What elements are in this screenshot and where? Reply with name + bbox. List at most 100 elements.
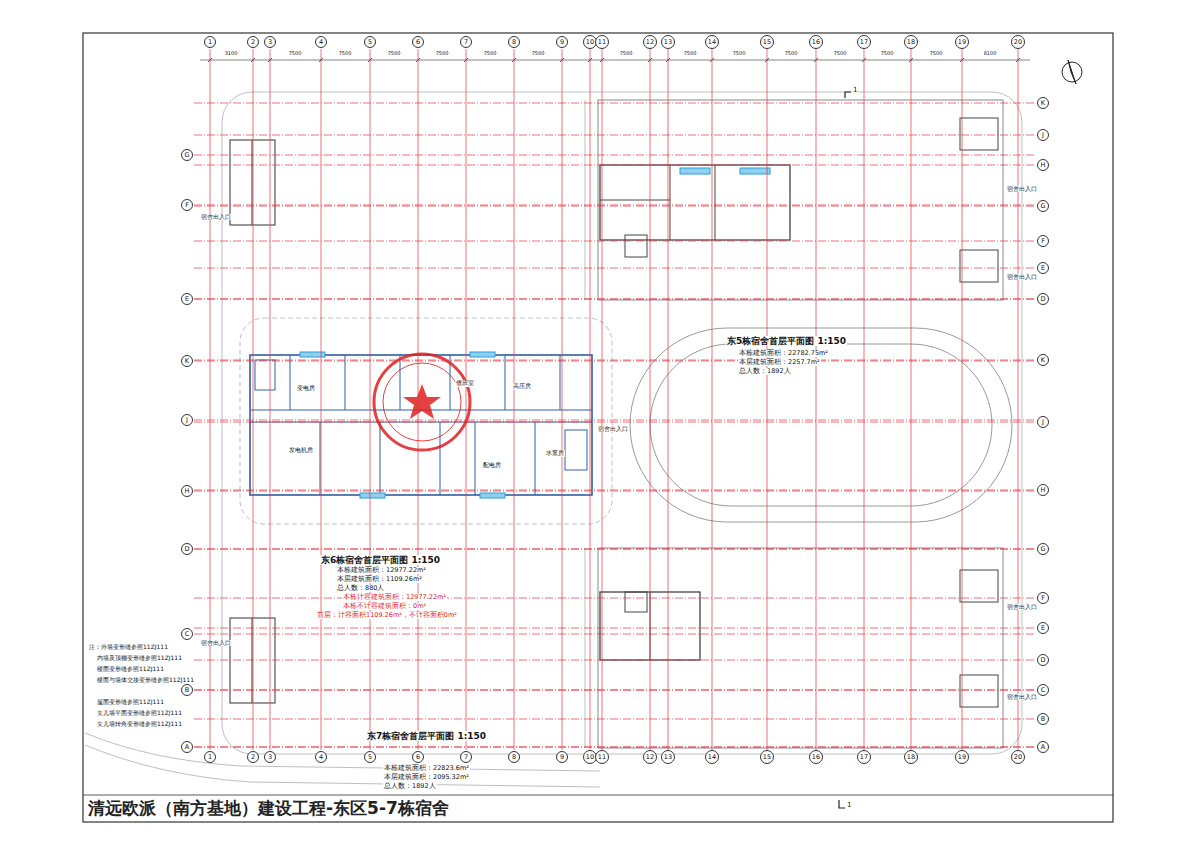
axis-number: 3 (268, 39, 272, 46)
axis-line (194, 628, 1036, 629)
room-name: 变电房 (296, 385, 316, 392)
axis-number: C (185, 631, 190, 638)
axis-number: G (1040, 546, 1045, 553)
axis-bubble: 8 (508, 751, 520, 763)
axis-number: 20 (1014, 39, 1022, 46)
red-seal (403, 384, 441, 419)
axis-number: E (185, 296, 189, 303)
running-track (630, 328, 1012, 522)
axis-line (194, 549, 1036, 550)
general-note: 女儿墙平面变形缝参照11ZJ111 (96, 710, 183, 717)
dimension-tick (268, 58, 272, 62)
north-arrow (1068, 60, 1076, 84)
axis-number: 19 (958, 39, 966, 46)
red-seal (383, 363, 461, 441)
building-east6 (290, 355, 291, 410)
axis-number: 4 (319, 39, 323, 46)
site-roads (585, 100, 586, 748)
dimension-tick (588, 58, 592, 62)
dimension-tick (814, 58, 818, 62)
axis-number: K (1041, 357, 1045, 364)
axis-bubble: 2 (247, 36, 259, 48)
axis-number: 16 (812, 39, 820, 46)
site-roads (85, 92, 1022, 787)
axis-number: 10 (586, 754, 594, 761)
axis-number: 3 (268, 754, 272, 761)
axis-bubble: 1 (204, 751, 216, 763)
axis-line (650, 49, 651, 750)
building-east6 (400, 355, 401, 410)
section-mark (839, 800, 845, 808)
axis-number: 17 (860, 39, 868, 46)
dimension-text: 7500 (619, 51, 634, 57)
building-east6 (250, 355, 592, 495)
axis-line (194, 206, 1036, 207)
plan-caption: 本栋建筑面积：22823.6m² (383, 765, 470, 772)
axis-bubble: 20 (1011, 750, 1025, 764)
room-name: 高压房 (512, 383, 532, 390)
axis-bubble: J (1037, 416, 1049, 428)
axis-line (194, 135, 1036, 136)
building-east5 (960, 250, 998, 282)
axis-number: 11 (598, 39, 606, 46)
dimension-line (200, 60, 1030, 61)
axis-number: 12 (646, 754, 654, 761)
entrance-label: 宿舍出入口 (597, 426, 629, 432)
axis-bubble: G (1037, 200, 1049, 212)
axis-bubble: 19 (955, 35, 969, 49)
axis-line (1018, 49, 1019, 750)
axis-line (816, 49, 817, 750)
dimension-tick (666, 58, 670, 62)
axis-line (194, 690, 1036, 691)
section-number: 1 (852, 86, 858, 94)
running-track (630, 328, 1012, 522)
axis-number: 7 (464, 754, 468, 761)
axis-number: K (1041, 100, 1045, 107)
axis-bubble: G (1037, 543, 1049, 555)
plan-caption: 总人数：1892人 (738, 368, 792, 375)
dimension-text: 7500 (929, 51, 944, 57)
dimension-text: 7500 (531, 51, 546, 57)
building-east6 (380, 422, 381, 495)
axis-number: 8 (512, 754, 516, 761)
axis-line (253, 49, 254, 750)
axis-bubble: 6 (412, 751, 424, 763)
stair-cores (230, 140, 275, 225)
dimension-text: 7500 (784, 51, 799, 57)
axis-line (194, 747, 1036, 748)
building-east6 (345, 355, 346, 410)
axis-line (514, 49, 515, 750)
plan-caption: 东5栋宿舍首层平面图 1:150 (726, 336, 847, 346)
dimension-tick (1016, 58, 1020, 62)
plan-caption: 总人数：880人 (336, 585, 385, 592)
dimension-text: 7500 (435, 51, 450, 57)
axis-bubble: 7 (460, 751, 472, 763)
building-east6 (560, 355, 561, 410)
axis-bubble: A (181, 741, 193, 753)
axis-number: 2 (251, 39, 255, 46)
axis-bubble: A (1037, 741, 1049, 753)
axis-number: E (1041, 625, 1045, 632)
building-east7 (598, 548, 1003, 748)
axis-number: K (185, 358, 189, 365)
dimension-tick (862, 58, 866, 62)
axis-bubble: 4 (315, 36, 327, 48)
axis-bubble: F (181, 199, 193, 211)
axis-number: 8 (512, 39, 516, 46)
building-east5 (740, 168, 770, 174)
plan-caption: 本栋建筑面积：12977.22m² (336, 567, 427, 574)
axis-bubble: F (1037, 592, 1049, 604)
plan-caption: 本栋建筑面积：22782.75m² (738, 350, 829, 357)
general-note: 楼面变形缝参照11ZJ111 (96, 666, 165, 673)
dimension-tick (368, 58, 372, 62)
axis-line (911, 49, 912, 750)
dimension-tick (512, 58, 516, 62)
building-east5 (598, 100, 1003, 300)
plan-caption: 首层：计容面积1109.26m²，不计容面积0m² (316, 612, 458, 619)
axis-number: 11 (598, 754, 606, 761)
section-number: 1 (846, 801, 852, 809)
building-east5 (680, 168, 710, 174)
entrance-label: 宿舍出入口 (1006, 186, 1038, 192)
site-roads (240, 318, 612, 524)
